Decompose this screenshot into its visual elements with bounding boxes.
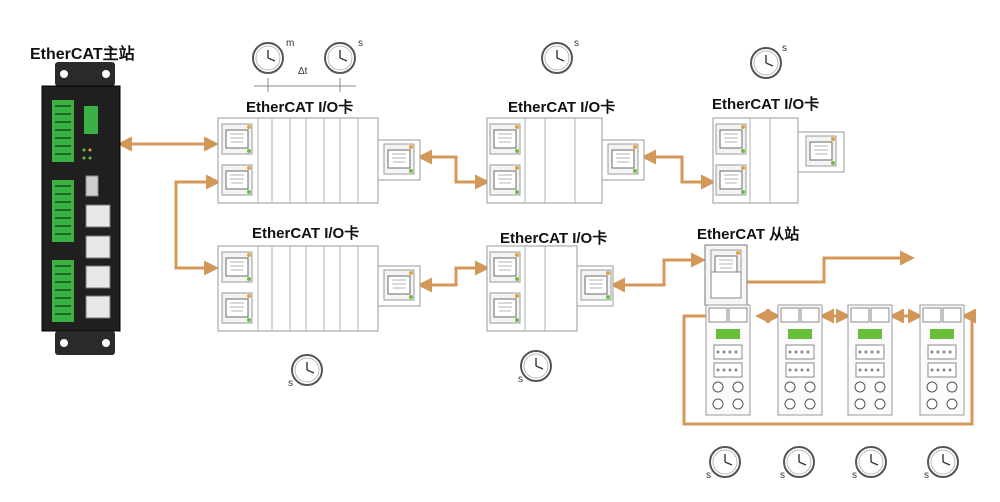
clock-s-label: s [288,378,293,389]
io-card-2 [486,117,645,204]
io-card-4 [217,245,421,332]
clock-icon [252,42,284,74]
cable-io2-io3 [641,149,716,190]
clock-icon [291,354,323,386]
clock-s-label: s [852,470,857,481]
clock-icon [927,446,959,478]
io-card-3-label: EtherCAT I/O卡 [712,96,820,113]
io-card-5 [486,245,614,332]
clock-s-label: s [782,43,787,54]
io-card-1-label: EtherCAT I/O卡 [246,99,354,116]
clock-icon [855,446,887,478]
clock-icon [541,42,573,74]
cables [117,136,976,426]
ethercat-slave [704,244,965,416]
io-card-4-label: EtherCAT I/O卡 [252,225,360,242]
io-card-5-label: EtherCAT I/O卡 [500,230,608,247]
clock-m-label: m [286,38,295,49]
clock-s-label: s [706,470,711,481]
clock-icon [324,42,356,74]
clock-icon [520,350,552,382]
cable-io1-io4 [174,174,221,276]
clock-icon [750,47,782,79]
io-card-1 [217,117,421,204]
ethercat-master-device [41,62,121,355]
delta-t-label: Δt [298,66,308,77]
clock-s-label: s [780,470,785,481]
clock-icon [709,446,741,478]
cable-io5-slave [610,252,706,293]
cable-slave-out [746,250,915,284]
clock-s-label: s [924,470,929,481]
clock-s-label: s [358,38,363,49]
clock-icon [783,446,815,478]
cable-io1-io2 [417,149,490,190]
clock-s-label: s [518,374,523,385]
io-card-3 [712,117,845,204]
cable-slave-ring [682,308,976,426]
cable-io4-io5 [417,260,490,293]
clocks [252,42,959,478]
slave-label: EtherCAT 从站 [697,226,800,243]
master-label: EtherCAT主站 [30,46,135,63]
clock-s-label: s [574,38,579,49]
io-card-2-label: EtherCAT I/O卡 [508,99,616,116]
